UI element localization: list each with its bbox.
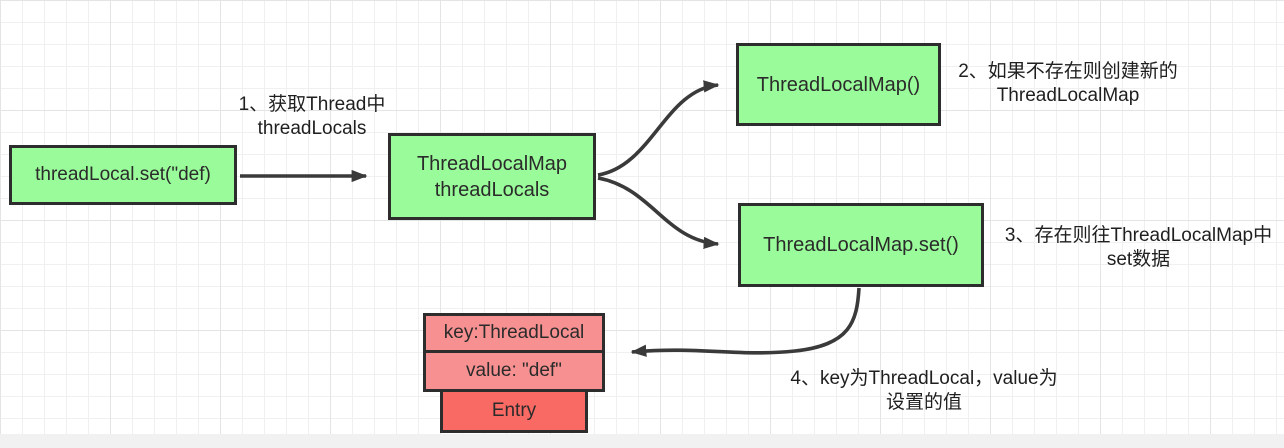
annotation-step2: 2、如果不存在则创建新的 ThreadLocalMap <box>948 60 1188 108</box>
annotation-line1: 2、如果不存在则创建新的 <box>958 61 1178 82</box>
node-threadlocalmap-set: ThreadLocalMap.set() <box>738 203 984 287</box>
node-threadlocal-set-call: threadLocal.set("def) <box>9 145 237 205</box>
node-entry-key: key:ThreadLocal <box>423 313 605 353</box>
annotation-line2: ThreadLocalMap <box>996 85 1140 106</box>
annotation-line1: 1、获取Thread中 <box>238 94 386 115</box>
node-label: value: "def" <box>466 360 562 381</box>
node-label: ThreadLocalMap.set() <box>763 234 959 256</box>
annotation-line1: 4、key为ThreadLocal，value为 <box>790 368 1058 389</box>
annotation-step3: 3、存在则往ThreadLocalMap中 set数据 <box>993 224 1284 272</box>
node-threadlocals-map: ThreadLocalMap threadLocals <box>388 133 596 220</box>
node-label: threadLocal.set("def) <box>35 164 211 185</box>
node-threadlocalmap-constructor: ThreadLocalMap() <box>736 43 941 126</box>
annotation-line2: set数据 <box>1106 249 1171 270</box>
canvas-bottom-margin <box>0 434 1284 448</box>
annotation-line2: 设置的值 <box>885 392 962 413</box>
node-label-line2: threadLocals <box>434 178 550 201</box>
node-entry-value: value: "def" <box>423 350 605 392</box>
node-entry: Entry <box>440 389 588 433</box>
annotation-step4: 4、key为ThreadLocal，value为 设置的值 <box>778 367 1070 415</box>
node-label-line1: ThreadLocalMap <box>416 152 568 175</box>
annotation-step1: 1、获取Thread中 threadLocals <box>222 93 402 141</box>
annotation-line2: threadLocals <box>257 118 367 139</box>
node-label: Entry <box>491 400 537 421</box>
node-label: key:ThreadLocal <box>443 322 585 343</box>
annotation-line1: 3、存在则往ThreadLocalMap中 <box>1004 225 1273 246</box>
node-label: ThreadLocalMap() <box>756 73 921 96</box>
